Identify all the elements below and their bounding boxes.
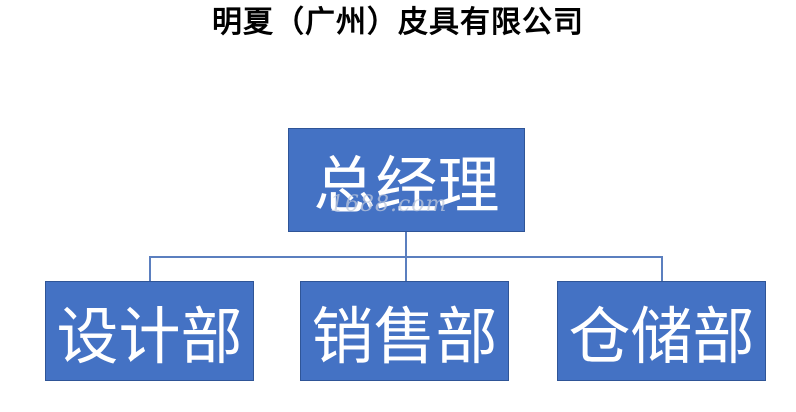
node-general-manager-label: 总经理 [313,149,500,222]
node-sales-department: 销售部 [300,281,509,381]
node-warehouse-department-label: 仓储部 [568,300,755,373]
node-general-manager: 总经理 [288,128,525,232]
watermark: 1688.com [330,192,448,217]
node-design-department-label: 设计部 [56,300,243,373]
node-warehouse-department: 仓储部 [557,281,766,381]
node-sales-department-label: 销售部 [311,300,498,373]
node-design-department: 设计部 [45,281,254,381]
company-title: 明夏（广州）皮具有限公司 [212,5,584,40]
